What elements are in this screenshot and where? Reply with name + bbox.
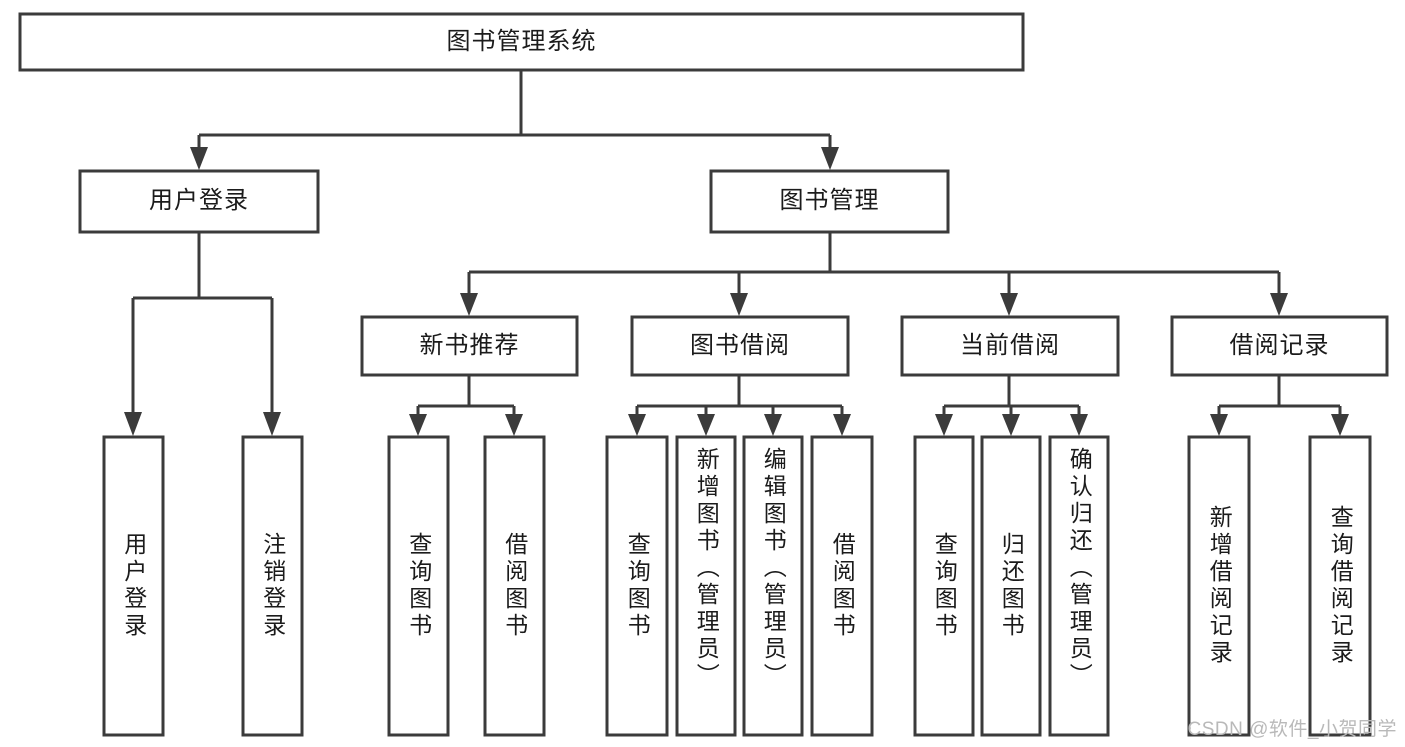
node-root-box[interactable] <box>18 12 1025 72</box>
edge-new-book-rec-to-leaves <box>409 375 523 436</box>
leaf-query-record-box[interactable] <box>1308 435 1372 737</box>
edge-borrow-record-to-leaves <box>1210 375 1349 436</box>
node-book-manage-box[interactable] <box>709 169 950 234</box>
node-book-borrow-box[interactable] <box>630 315 850 377</box>
leaf-logout-box[interactable] <box>241 435 304 737</box>
edge-book-manage-to-level3 <box>460 232 1288 316</box>
leaf-return-book-box[interactable] <box>980 435 1042 737</box>
leaf-query-book-3-box[interactable] <box>913 435 975 737</box>
leaf-confirm-return-box[interactable] <box>1048 435 1110 737</box>
leaf-add-record-box[interactable] <box>1187 435 1251 737</box>
node-user-login-box[interactable] <box>78 169 320 234</box>
leaf-edit-book-box[interactable] <box>742 435 804 737</box>
node-current-borrow-box[interactable] <box>900 315 1120 377</box>
edge-user-login-to-leaves <box>124 232 281 436</box>
leaf-query-book-2-box[interactable] <box>605 435 669 737</box>
edge-book-borrow-to-leaves <box>628 375 851 436</box>
leaf-user-login-box[interactable] <box>102 435 165 737</box>
watermark-text: CSDN @软件_小贺同学 <box>1187 719 1397 740</box>
leaf-add-book-box[interactable] <box>675 435 737 737</box>
edge-root-to-level2 <box>190 70 839 170</box>
edge-current-borrow-to-leaves <box>935 375 1088 436</box>
node-new-book-rec-box[interactable] <box>360 315 579 377</box>
leaf-query-book-1-box[interactable] <box>387 435 450 737</box>
leaf-borrow-book-2-box[interactable] <box>810 435 874 737</box>
node-borrow-record-box[interactable] <box>1170 315 1389 377</box>
leaf-borrow-book-1-box[interactable] <box>483 435 546 737</box>
